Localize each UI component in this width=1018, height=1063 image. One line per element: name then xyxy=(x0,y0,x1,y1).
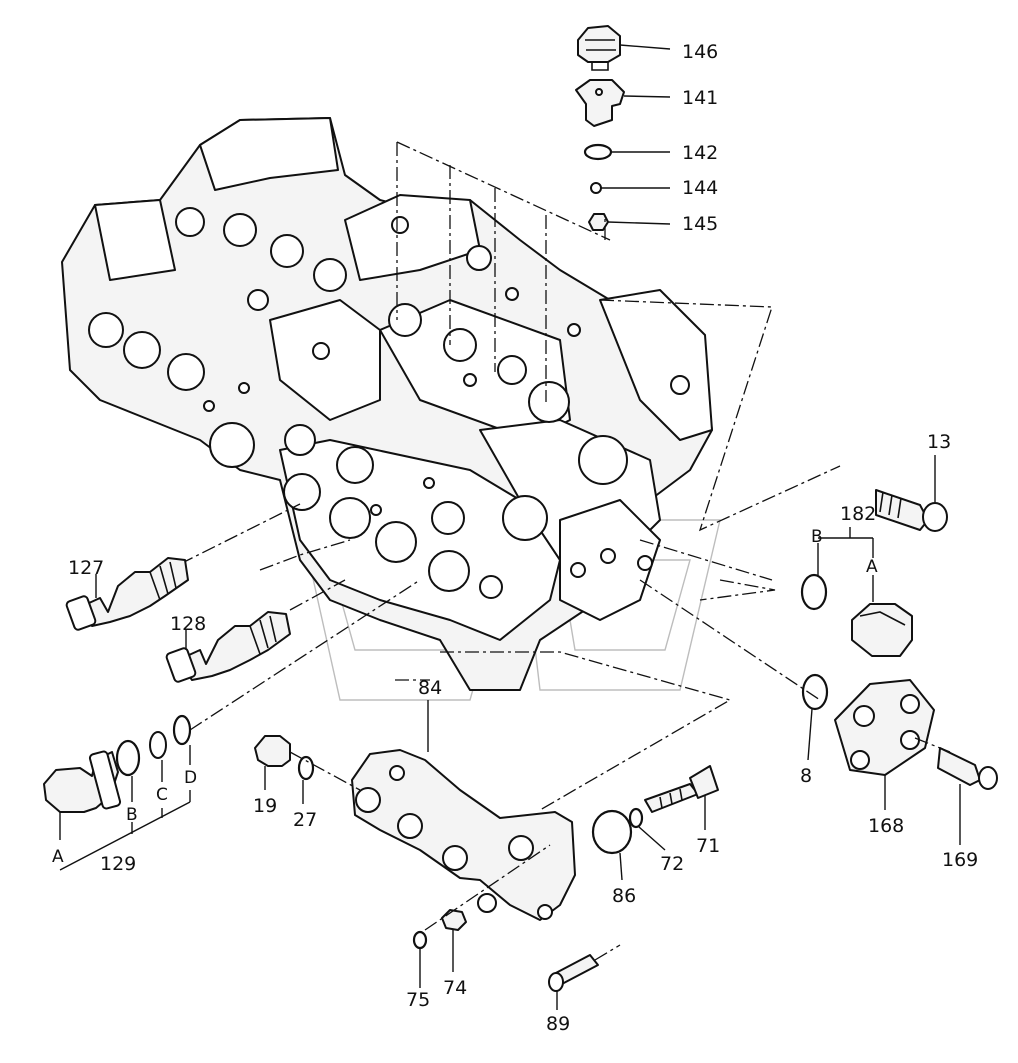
label-86: 86 xyxy=(612,885,636,907)
body-ports xyxy=(88,207,690,599)
label-129-d: D xyxy=(184,768,197,788)
label-182: 182 xyxy=(840,503,876,525)
top-plug-assembly xyxy=(575,25,625,231)
label-27: 27 xyxy=(293,809,317,831)
top-leaders xyxy=(601,44,671,225)
bottom-manifold xyxy=(254,651,732,1010)
label-129-b: B xyxy=(126,805,138,825)
label-129: 129 xyxy=(100,853,136,875)
label-71: 71 xyxy=(696,835,720,857)
main-valve-body xyxy=(61,117,713,691)
top-assembly-lines xyxy=(396,141,611,402)
right-side-parts xyxy=(599,299,998,845)
label-182-b: B xyxy=(811,527,823,547)
label-89: 89 xyxy=(546,1013,570,1035)
label-146: 146 xyxy=(682,41,718,63)
label-13: 13 xyxy=(927,431,951,453)
label-144: 144 xyxy=(682,177,718,199)
label-8: 8 xyxy=(800,765,812,787)
label-129-a: A xyxy=(52,847,64,867)
label-142: 142 xyxy=(682,142,718,164)
label-128: 128 xyxy=(170,613,206,635)
label-84: 84 xyxy=(418,677,442,699)
label-72: 72 xyxy=(660,853,684,875)
label-145: 145 xyxy=(682,213,718,235)
callout-labels: 146 141 142 144 145 13 182 B A 127 128 8… xyxy=(52,41,978,1035)
label-75: 75 xyxy=(406,989,430,1011)
label-19: 19 xyxy=(253,795,277,817)
label-141: 141 xyxy=(682,87,718,109)
label-74: 74 xyxy=(443,977,467,999)
left-cartridges xyxy=(43,503,421,871)
label-169: 169 xyxy=(942,849,978,871)
label-127: 127 xyxy=(68,557,104,579)
label-182-a: A xyxy=(866,557,878,577)
label-129-c: C xyxy=(156,785,168,805)
label-168: 168 xyxy=(868,815,904,837)
